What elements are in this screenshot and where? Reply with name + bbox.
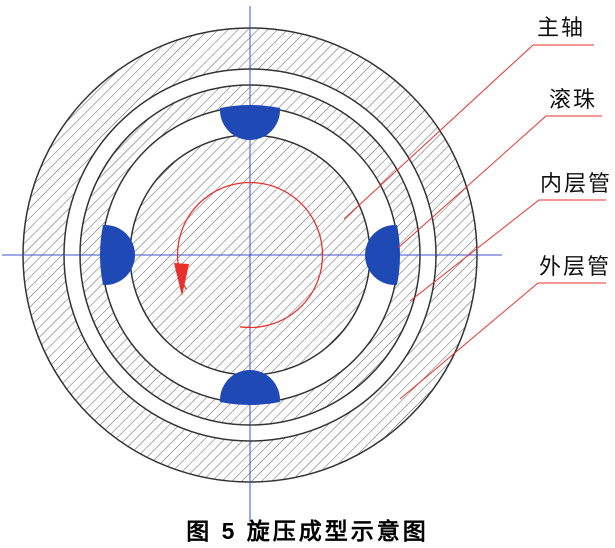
figure-caption: 图 5 旋压成型示意图 (186, 518, 429, 544)
label-spindle: 主轴 (537, 15, 586, 40)
ball-bottom (220, 370, 280, 405)
label-inner-tube: 内层管 (540, 171, 613, 196)
label-outer-tube: 外层管 (539, 254, 612, 279)
balls-group (100, 105, 400, 405)
ball-left (100, 225, 135, 285)
rotation-arrow-icon (174, 263, 189, 296)
leader-line-ball (397, 115, 602, 249)
leader-line-inner-tube (409, 199, 606, 302)
leader-line-outer-tube (399, 282, 606, 400)
label-ball: 滚珠 (549, 87, 598, 112)
leader-line-spindle (343, 44, 594, 220)
ball-top (220, 105, 280, 140)
rotation-arc (176, 181, 324, 329)
ball-right (365, 225, 400, 285)
